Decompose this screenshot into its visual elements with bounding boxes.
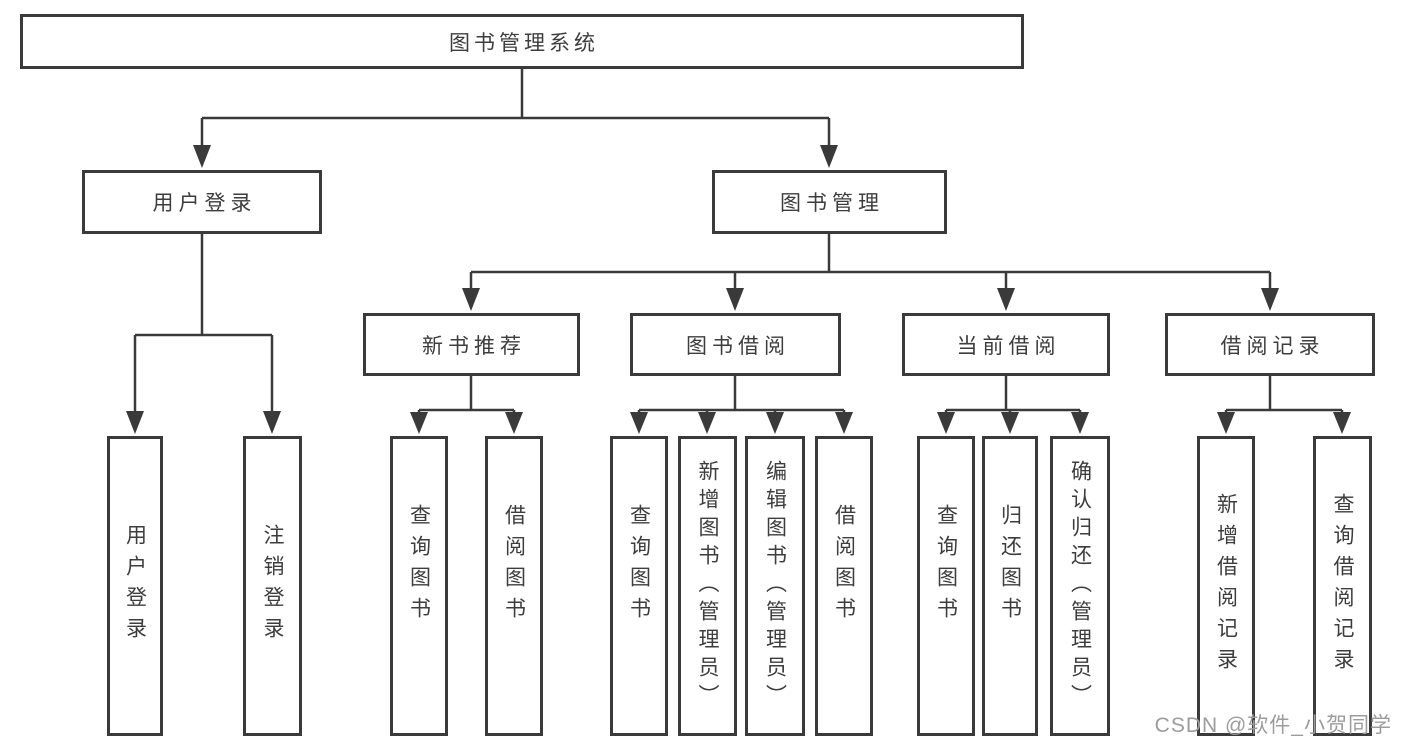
- leaf-br-add-record: 新增借阅记录: [1197, 436, 1255, 736]
- node-user-login: 用户登录: [82, 170, 322, 234]
- arrow-to-nb-query: [410, 412, 428, 434]
- arrow-to-bb-query: [630, 412, 648, 434]
- node-book-borrowing: 图书借阅: [630, 313, 841, 376]
- leaf-bb-query-books-label: 查询图书: [627, 504, 651, 628]
- node-current-borrowing: 当前借阅: [902, 313, 1110, 376]
- leaf-user-login: 用户登录: [107, 436, 163, 736]
- leaf-bb-borrow-books: 借阅图书: [815, 436, 873, 736]
- leaf-bb-edit-books-label: 编辑图书（管理员）: [763, 460, 787, 712]
- node-book-management: 图书管理: [712, 170, 947, 234]
- node-borrowing-records-label: 借阅记录: [1220, 334, 1325, 358]
- leaf-cb-confirm-return: 确认归还（管理员）: [1050, 436, 1110, 736]
- leaf-bb-edit-books: 编辑图书（管理员）: [745, 436, 805, 736]
- connector-root-branch: [200, 69, 831, 146]
- arrow-to-br-add: [1217, 412, 1235, 434]
- leaf-br-query-record: 查询借阅记录: [1313, 436, 1372, 736]
- arrow-to-cb-return: [1001, 412, 1019, 434]
- arrow-to-user-login: [193, 145, 211, 168]
- leaf-logout: 注销登录: [243, 436, 302, 736]
- connector-book-management-branch: [469, 234, 1272, 289]
- connector-borrowing-records-branch: [1224, 376, 1344, 413]
- leaf-logout-label: 注销登录: [261, 524, 284, 648]
- node-current-borrowing-label: 当前借阅: [956, 334, 1061, 358]
- leaf-bb-borrow-books-label: 借阅图书: [832, 504, 856, 628]
- csdn-watermark: CSDN @软件_小贺同学: [1154, 714, 1392, 737]
- leaf-br-query-record-label: 查询借阅记录: [1331, 493, 1354, 679]
- connector-user-login-branch: [133, 234, 274, 412]
- arrow-to-new-book-recommend: [462, 288, 480, 311]
- leaf-cb-query-books-label: 查询图书: [934, 504, 958, 628]
- node-borrowing-records: 借阅记录: [1165, 313, 1375, 376]
- leaf-nb-query-books: 查询图书: [390, 436, 448, 736]
- arrow-to-cb-query: [937, 412, 955, 434]
- leaf-br-add-record-label: 新增借阅记录: [1214, 493, 1238, 679]
- arrow-to-borrowing-records: [1261, 288, 1279, 311]
- leaf-bb-add-books: 新增图书（管理员）: [678, 436, 737, 736]
- node-user-login-label: 用户登录: [152, 192, 257, 215]
- arrow-to-bb-borrow: [835, 412, 853, 434]
- leaf-cb-query-books: 查询图书: [917, 436, 975, 736]
- arrow-to-current-borrowing: [997, 288, 1015, 311]
- leaf-bb-query-books: 查询图书: [610, 436, 668, 736]
- leaf-nb-query-books-label: 查询图书: [407, 504, 431, 628]
- arrow-to-bb-edit: [766, 412, 784, 434]
- node-book-borrowing-label: 图书借阅: [686, 334, 790, 358]
- node-root-system-label: 图书管理系统: [449, 31, 599, 55]
- arrow-to-cb-confirm: [1071, 412, 1089, 434]
- connector-book-borrowing-branch: [637, 376, 846, 413]
- leaf-cb-return-books-label: 归还图书: [998, 504, 1022, 628]
- arrow-to-logout-leaf: [263, 411, 281, 434]
- node-new-book-recommend: 新书推荐: [363, 313, 580, 376]
- leaf-user-login-label: 用户登录: [123, 524, 147, 648]
- arrow-to-login-leaf: [126, 411, 144, 434]
- node-root-system: 图书管理系统: [20, 14, 1024, 69]
- node-book-management-label: 图书管理: [780, 192, 884, 215]
- arrow-to-bb-add: [698, 412, 716, 434]
- leaf-bb-add-books-label: 新增图书（管理员）: [696, 460, 719, 712]
- arrow-to-br-query: [1333, 412, 1351, 434]
- leaf-cb-confirm-return-label: 确认归还（管理员）: [1068, 460, 1092, 712]
- connector-current-borrowing-branch: [944, 376, 1082, 413]
- arrow-to-book-borrowing: [726, 288, 744, 311]
- leaf-cb-return-books: 归还图书: [982, 436, 1038, 736]
- leaf-nb-borrow-books-label: 借阅图书: [502, 504, 526, 628]
- node-new-book-recommend-label: 新书推荐: [422, 334, 526, 358]
- leaf-nb-borrow-books: 借阅图书: [485, 436, 543, 736]
- connector-new-book-recommend-branch: [417, 376, 516, 413]
- arrow-to-nb-borrow: [505, 412, 523, 434]
- arrow-to-book-management: [820, 145, 838, 168]
